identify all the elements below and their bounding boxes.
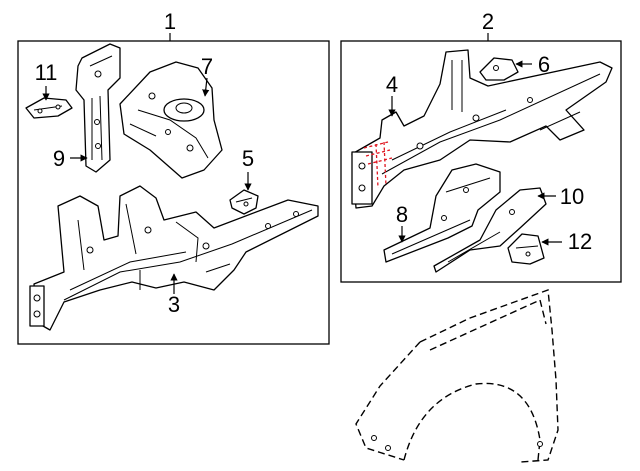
callout-7[interactable]: 7 bbox=[201, 54, 213, 79]
callout-8[interactable]: 8 bbox=[396, 202, 408, 227]
callout-12[interactable]: 12 bbox=[568, 229, 592, 254]
part-7-shock-tower[interactable] bbox=[119, 61, 223, 179]
part-9-pillar[interactable] bbox=[75, 43, 121, 173]
callout-5[interactable]: 5 bbox=[242, 146, 254, 171]
part-10-reinforcement[interactable] bbox=[433, 187, 547, 273]
part-6-plate[interactable] bbox=[479, 57, 519, 81]
group-1: 1 11 9 bbox=[17, 9, 330, 345]
highlight-weld-area bbox=[363, 141, 393, 189]
group-1-frame bbox=[17, 40, 330, 345]
group-2-callout[interactable]: 2 bbox=[482, 9, 494, 34]
fender-outline bbox=[355, 289, 559, 463]
callout-11[interactable]: 11 bbox=[35, 60, 58, 85]
part-8-lower-rail[interactable] bbox=[383, 163, 501, 263]
part-4-upper-rail[interactable] bbox=[351, 49, 613, 209]
callout-4[interactable]: 4 bbox=[386, 72, 398, 97]
part-11-bracket[interactable] bbox=[25, 97, 73, 119]
callout-10[interactable]: 10 bbox=[560, 184, 584, 209]
group-2-frame bbox=[340, 40, 622, 283]
group-2: 2 4 6 bbox=[340, 9, 622, 283]
callout-9[interactable]: 9 bbox=[53, 146, 65, 171]
part-3-side-member[interactable] bbox=[29, 185, 319, 331]
group-1-callout[interactable]: 1 bbox=[164, 9, 176, 34]
part-5-clip[interactable] bbox=[229, 189, 259, 215]
callout-3[interactable]: 3 bbox=[168, 292, 180, 317]
callout-6[interactable]: 6 bbox=[538, 52, 550, 77]
part-12-bracket[interactable] bbox=[507, 233, 545, 265]
